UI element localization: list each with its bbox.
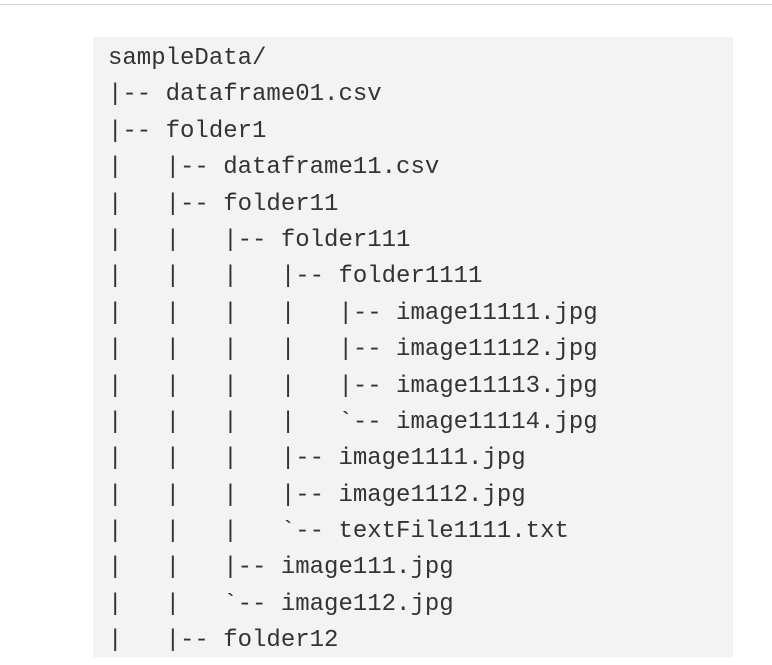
tree-line: | | | |-- folder1111: [108, 263, 483, 291]
tree-line: | | | | |-- image11112.jpg: [108, 336, 598, 364]
tree-line: | | | | |-- image11111.jpg: [108, 299, 598, 327]
tree-line: | | | | |-- image11113.jpg: [108, 372, 598, 400]
tree-line: | | |-- image111.jpg: [108, 554, 454, 582]
tree-line: | | | |-- image1111.jpg: [108, 445, 526, 473]
tree-line: | |-- dataframe11.csv: [108, 154, 440, 182]
tree-line: | | |-- folder111: [108, 226, 411, 254]
tree-line: |-- dataframe01.csv: [108, 81, 382, 109]
tree-line: | | `-- image112.jpg: [108, 590, 454, 618]
directory-tree-code-block: sampleData/ |-- dataframe01.csv |-- fold…: [93, 37, 733, 657]
tree-line: | | | | `-- image11114.jpg: [108, 408, 598, 436]
tree-line: | |-- folder12: [108, 627, 339, 655]
tree-line: | | | `-- textFile1111.txt: [108, 518, 569, 546]
tree-line-root: sampleData/: [108, 45, 267, 72]
tree-line: |-- folder1: [108, 117, 267, 145]
tree-line: | |-- folder11: [108, 190, 339, 218]
tree-line: | | | |-- image1112.jpg: [108, 481, 526, 509]
top-divider: [0, 0, 772, 5]
